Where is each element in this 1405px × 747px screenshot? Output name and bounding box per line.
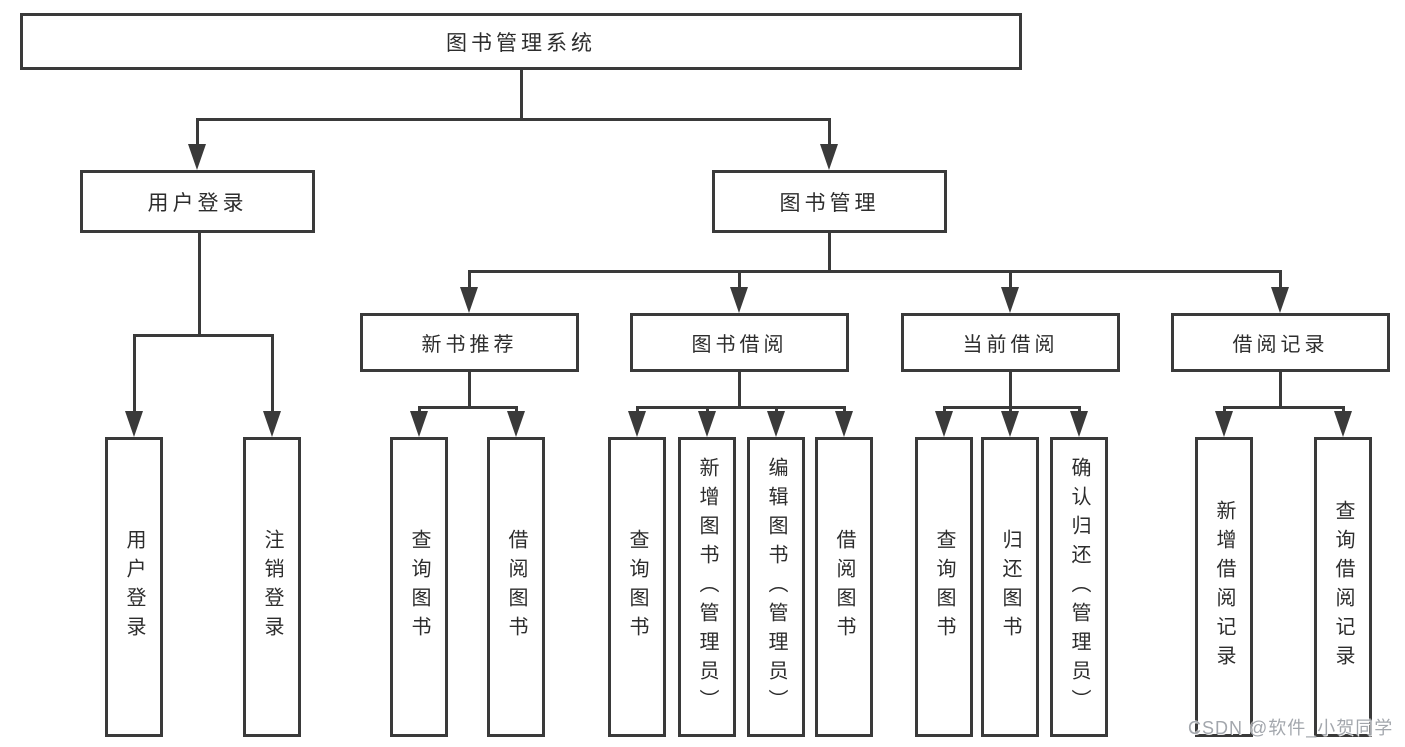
connector-stub [196,121,199,147]
arrow-down-icon [188,144,206,170]
node-new-book-recommend-label: 新书推荐 [421,334,518,356]
connector-stub [828,121,831,147]
leaf-records-query-record: 查询借阅记录 [1314,437,1372,737]
node-library-system: 图书管理系统 [20,13,1022,70]
connector-horizontal [1223,406,1345,409]
connector-horizontal [636,406,846,409]
arrow-down-icon [935,411,953,437]
arrow-down-icon [1070,411,1088,437]
arrow-down-icon [820,144,838,170]
leaf-newbook-query-books-label: 查询图书 [408,529,430,645]
arrow-down-icon [1215,411,1233,437]
connector-vertical [468,372,471,406]
arrow-down-icon [730,287,748,313]
connector-stub [271,337,274,413]
connector-stub [133,337,136,413]
connector-root-vertical [520,70,523,118]
csdn-watermark: CSDN @软件_小贺同学 [1188,718,1394,738]
leaf-borrow-query-books-label: 查询图书 [626,529,648,645]
connector-vertical [1009,372,1012,406]
node-library-system-label: 图书管理系统 [446,31,596,55]
leaf-user-login: 用户登录 [105,437,163,737]
leaf-records-add-record: 新增借阅记录 [1195,437,1253,737]
leaf-newbook-borrow-books: 借阅图书 [487,437,545,737]
connector-stub [1279,273,1282,289]
node-book-management-label: 图书管理 [779,191,880,215]
leaf-current-return-books: 归还图书 [981,437,1039,737]
arrow-down-icon [1001,287,1019,313]
leaf-logout-label: 注销登录 [261,529,283,645]
arrow-down-icon [410,411,428,437]
node-book-borrow: 图书借阅 [630,313,849,372]
arrow-down-icon [125,411,143,437]
arrow-down-icon [1334,411,1352,437]
connector-userlogin-vertical [198,233,201,335]
leaf-user-login-label: 用户登录 [123,529,145,645]
connector-stub [1009,273,1012,289]
leaf-borrow-add-books-admin-label: 新增图书（管理员） [696,456,718,718]
node-user-login: 用户登录 [80,170,315,233]
connector-stub [738,273,741,289]
leaf-current-confirm-return-admin-label: 确认归还（管理员） [1068,456,1090,718]
connector-bookmgmt-horizontal [468,270,1282,273]
leaf-newbook-query-books: 查询图书 [390,437,448,737]
connector-vertical [1279,372,1282,406]
connector-vertical [738,372,741,406]
connector-root-horizontal [196,118,831,121]
leaf-records-add-record-label: 新增借阅记录 [1213,500,1235,674]
arrow-down-icon [1001,411,1019,437]
node-borrow-records: 借阅记录 [1171,313,1390,372]
arrow-down-icon [628,411,646,437]
leaf-borrow-edit-books-admin: 编辑图书（管理员） [747,437,805,737]
connector-userlogin-horizontal [133,334,274,337]
leaf-current-query-books: 查询图书 [915,437,973,737]
connector-horizontal [418,406,518,409]
leaf-borrow-edit-books-admin-label: 编辑图书（管理员） [765,456,787,718]
node-user-login-label: 用户登录 [147,191,248,215]
leaf-logout: 注销登录 [243,437,301,737]
node-book-management: 图书管理 [712,170,947,233]
arrow-down-icon [263,411,281,437]
leaf-newbook-borrow-books-label: 借阅图书 [505,529,527,645]
arrow-down-icon [460,287,478,313]
leaf-current-return-books-label: 归还图书 [999,529,1021,645]
leaf-borrow-query-books: 查询图书 [608,437,666,737]
leaf-current-query-books-label: 查询图书 [933,529,955,645]
connector-bookmgmt-vertical [828,233,831,270]
node-new-book-recommend: 新书推荐 [360,313,579,372]
connector-horizontal [943,406,1081,409]
leaf-borrow-borrow-books-label: 借阅图书 [833,529,855,645]
leaf-borrow-add-books-admin: 新增图书（管理员） [678,437,736,737]
node-current-borrow-label: 当前借阅 [962,334,1059,356]
leaf-records-query-record-label: 查询借阅记录 [1332,500,1354,674]
arrow-down-icon [507,411,525,437]
connector-stub [468,273,471,289]
leaf-borrow-borrow-books: 借阅图书 [815,437,873,737]
arrow-down-icon [767,411,785,437]
arrow-down-icon [1271,287,1289,313]
node-book-borrow-label: 图书借阅 [691,334,788,356]
leaf-current-confirm-return-admin: 确认归还（管理员） [1050,437,1108,737]
arrow-down-icon [835,411,853,437]
node-current-borrow: 当前借阅 [901,313,1120,372]
node-borrow-records-label: 借阅记录 [1232,334,1329,356]
arrow-down-icon [698,411,716,437]
